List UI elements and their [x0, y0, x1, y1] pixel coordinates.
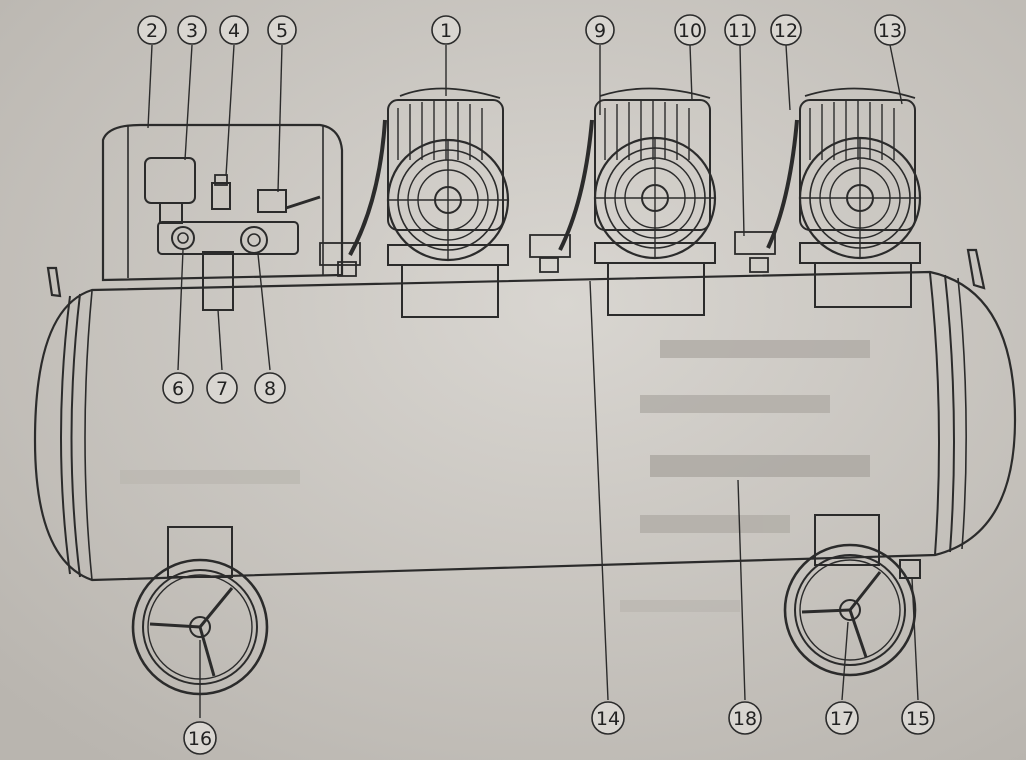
callout-number: 1 — [440, 20, 452, 42]
callout-number: 13 — [878, 20, 902, 42]
control-box — [101, 123, 344, 282]
callout-10: 10 — [674, 14, 706, 46]
check-valve-middle — [539, 257, 559, 273]
callout-17: 17 — [825, 701, 859, 735]
callout-number: 14 — [596, 708, 620, 730]
callout-number: 16 — [188, 728, 212, 750]
left-wheel-bracket — [167, 526, 233, 578]
left-hook — [46, 266, 62, 298]
callout-3: 3 — [177, 15, 207, 45]
callout-number: 11 — [728, 20, 752, 42]
safety-valve — [211, 174, 231, 210]
callout-1: 1 — [431, 15, 461, 45]
compressor-head-2 — [529, 87, 717, 316]
callout-number: 10 — [678, 20, 702, 42]
callout-11: 11 — [724, 14, 756, 46]
callout-number: 8 — [264, 378, 276, 400]
callout-number: 5 — [276, 20, 288, 42]
callout-12: 12 — [770, 14, 802, 46]
check-valve-right — [749, 257, 769, 273]
compressor-head-3 — [734, 87, 922, 308]
callout-5: 5 — [267, 15, 297, 45]
callout-number: 12 — [774, 20, 798, 42]
callout-8: 8 — [254, 372, 286, 404]
callout-13: 13 — [874, 14, 906, 46]
callout-number: 9 — [594, 20, 606, 42]
right-hook — [966, 248, 986, 290]
callout-number: 4 — [228, 20, 240, 42]
callout-15: 15 — [901, 701, 935, 735]
callout-2: 2 — [137, 15, 167, 45]
callout-number: 7 — [216, 378, 228, 400]
compressor-head-1 — [319, 87, 510, 318]
callout-18: 18 — [728, 701, 762, 735]
callout-16: 16 — [183, 721, 217, 755]
show-through-text — [120, 340, 870, 612]
outlet-pressure-gauge — [240, 226, 268, 254]
air-tank — [33, 270, 1017, 582]
callout-4: 4 — [219, 15, 249, 45]
callout-7: 7 — [206, 372, 238, 404]
callout-number: 15 — [906, 708, 930, 730]
right-wheel — [783, 543, 917, 677]
ball-valve — [257, 189, 321, 213]
callout-9: 9 — [585, 15, 615, 45]
check-valve-left — [337, 261, 357, 277]
manifold — [157, 221, 299, 255]
callout-number: 18 — [733, 708, 757, 730]
callout-number: 2 — [146, 20, 158, 42]
tank-pressure-gauge — [171, 226, 195, 250]
drain-valve — [899, 559, 921, 579]
callout-number: 6 — [172, 378, 184, 400]
callout-6: 6 — [162, 372, 194, 404]
callout-14: 14 — [591, 701, 625, 735]
callout-number: 3 — [186, 20, 198, 42]
callout-number: 17 — [830, 708, 854, 730]
leader-lines — [147, 44, 919, 718]
right-wheel-bracket — [814, 514, 880, 566]
